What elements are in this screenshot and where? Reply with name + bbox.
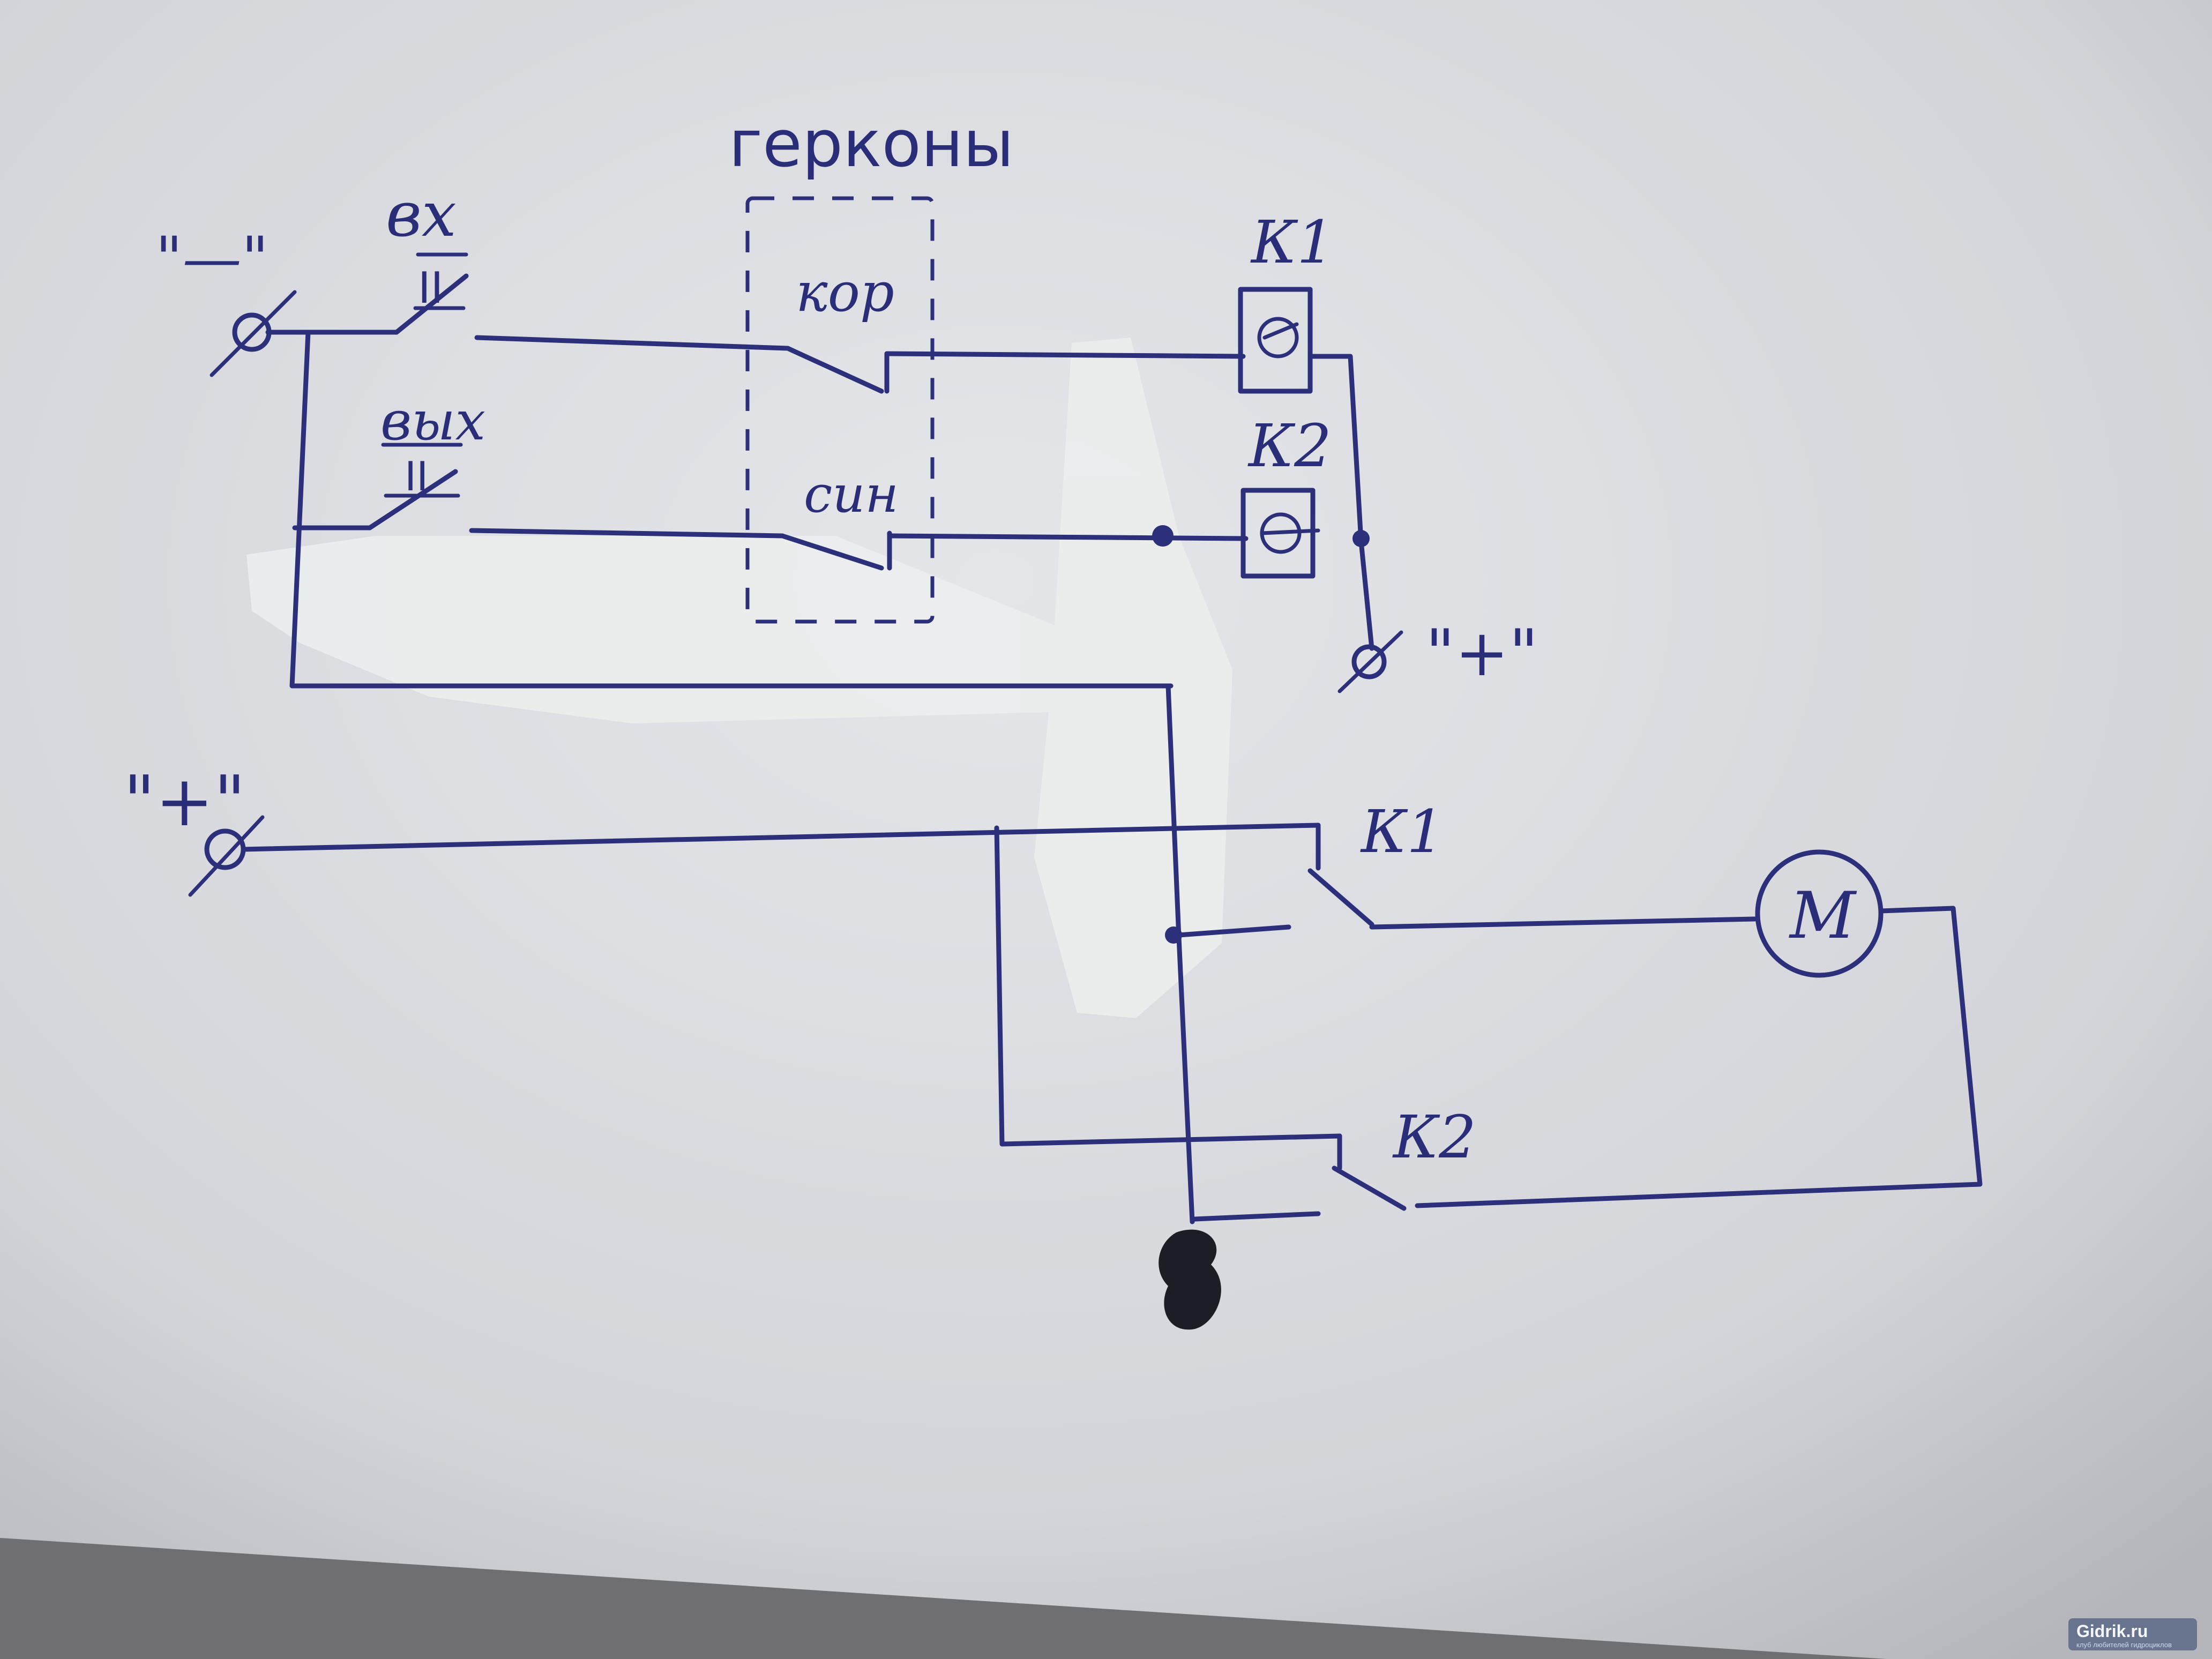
plus-terminal-left-label: "+" [123,760,246,842]
relay-k1-coil [1238,287,1313,394]
wire-out-to-reed-bottom [469,528,785,539]
wire-plus-main [241,823,1321,852]
relay-k1-coil-label: К1 [1250,208,1334,276]
switch-in [394,252,469,335]
ink-blot [1159,1229,1221,1330]
junction-dot-coils [1352,530,1370,547]
relay-k2-coil [1240,488,1320,579]
relay-k1-contact [1176,823,1374,938]
wire-motor-return [1415,906,1983,1208]
watermark: Gidrik.ru клуб любителей гидроциклов [2068,1618,2197,1650]
switch-in-roman: II [418,263,443,313]
wire-coil-return [1307,354,1374,651]
wire-k1-to-motor [1369,916,1758,930]
watermark-tagline: клуб любителей гидроциклов [2076,1641,2172,1649]
wire-in-to-reed-top [474,335,790,351]
motor-label: М [1789,879,1857,953]
switch-out-roman: II [405,453,428,500]
reed-top-label: кор [796,261,894,324]
junction-dot-k2 [1152,525,1174,547]
relay-k2-contact [1192,1133,1407,1222]
plus-terminal-right-label: "+" [1425,616,1538,691]
relay-k2-contact-label: К2 [1392,1103,1476,1171]
wire-plus-down [994,825,1342,1147]
plus-terminal-right [1337,630,1403,693]
reed-group-label: герконы [729,107,1014,182]
wire-reed-bottom-to-k2 [887,533,1249,541]
relay-k2-coil-label: К2 [1247,412,1332,480]
motor [1755,849,1884,978]
junction-dot-common [1165,926,1182,944]
switch-in-label: вх [386,179,457,251]
reed-switch-top [785,346,890,394]
reed-bottom-label: син [804,465,899,524]
relay-k1-contact-label: К1 [1360,797,1444,866]
minus-terminal-label: "—" [155,224,268,293]
wire-reed-top-to-k1 [884,351,1246,359]
switch-out-label: вых [380,390,485,452]
switch-out [367,443,463,530]
wire-left-vertical [289,330,1174,689]
reed-switch-enclosure [745,196,935,624]
reed-switch-bottom [780,530,892,571]
tape-patches [246,338,1232,1018]
watermark-site: Gidrik.ru [2076,1621,2148,1641]
